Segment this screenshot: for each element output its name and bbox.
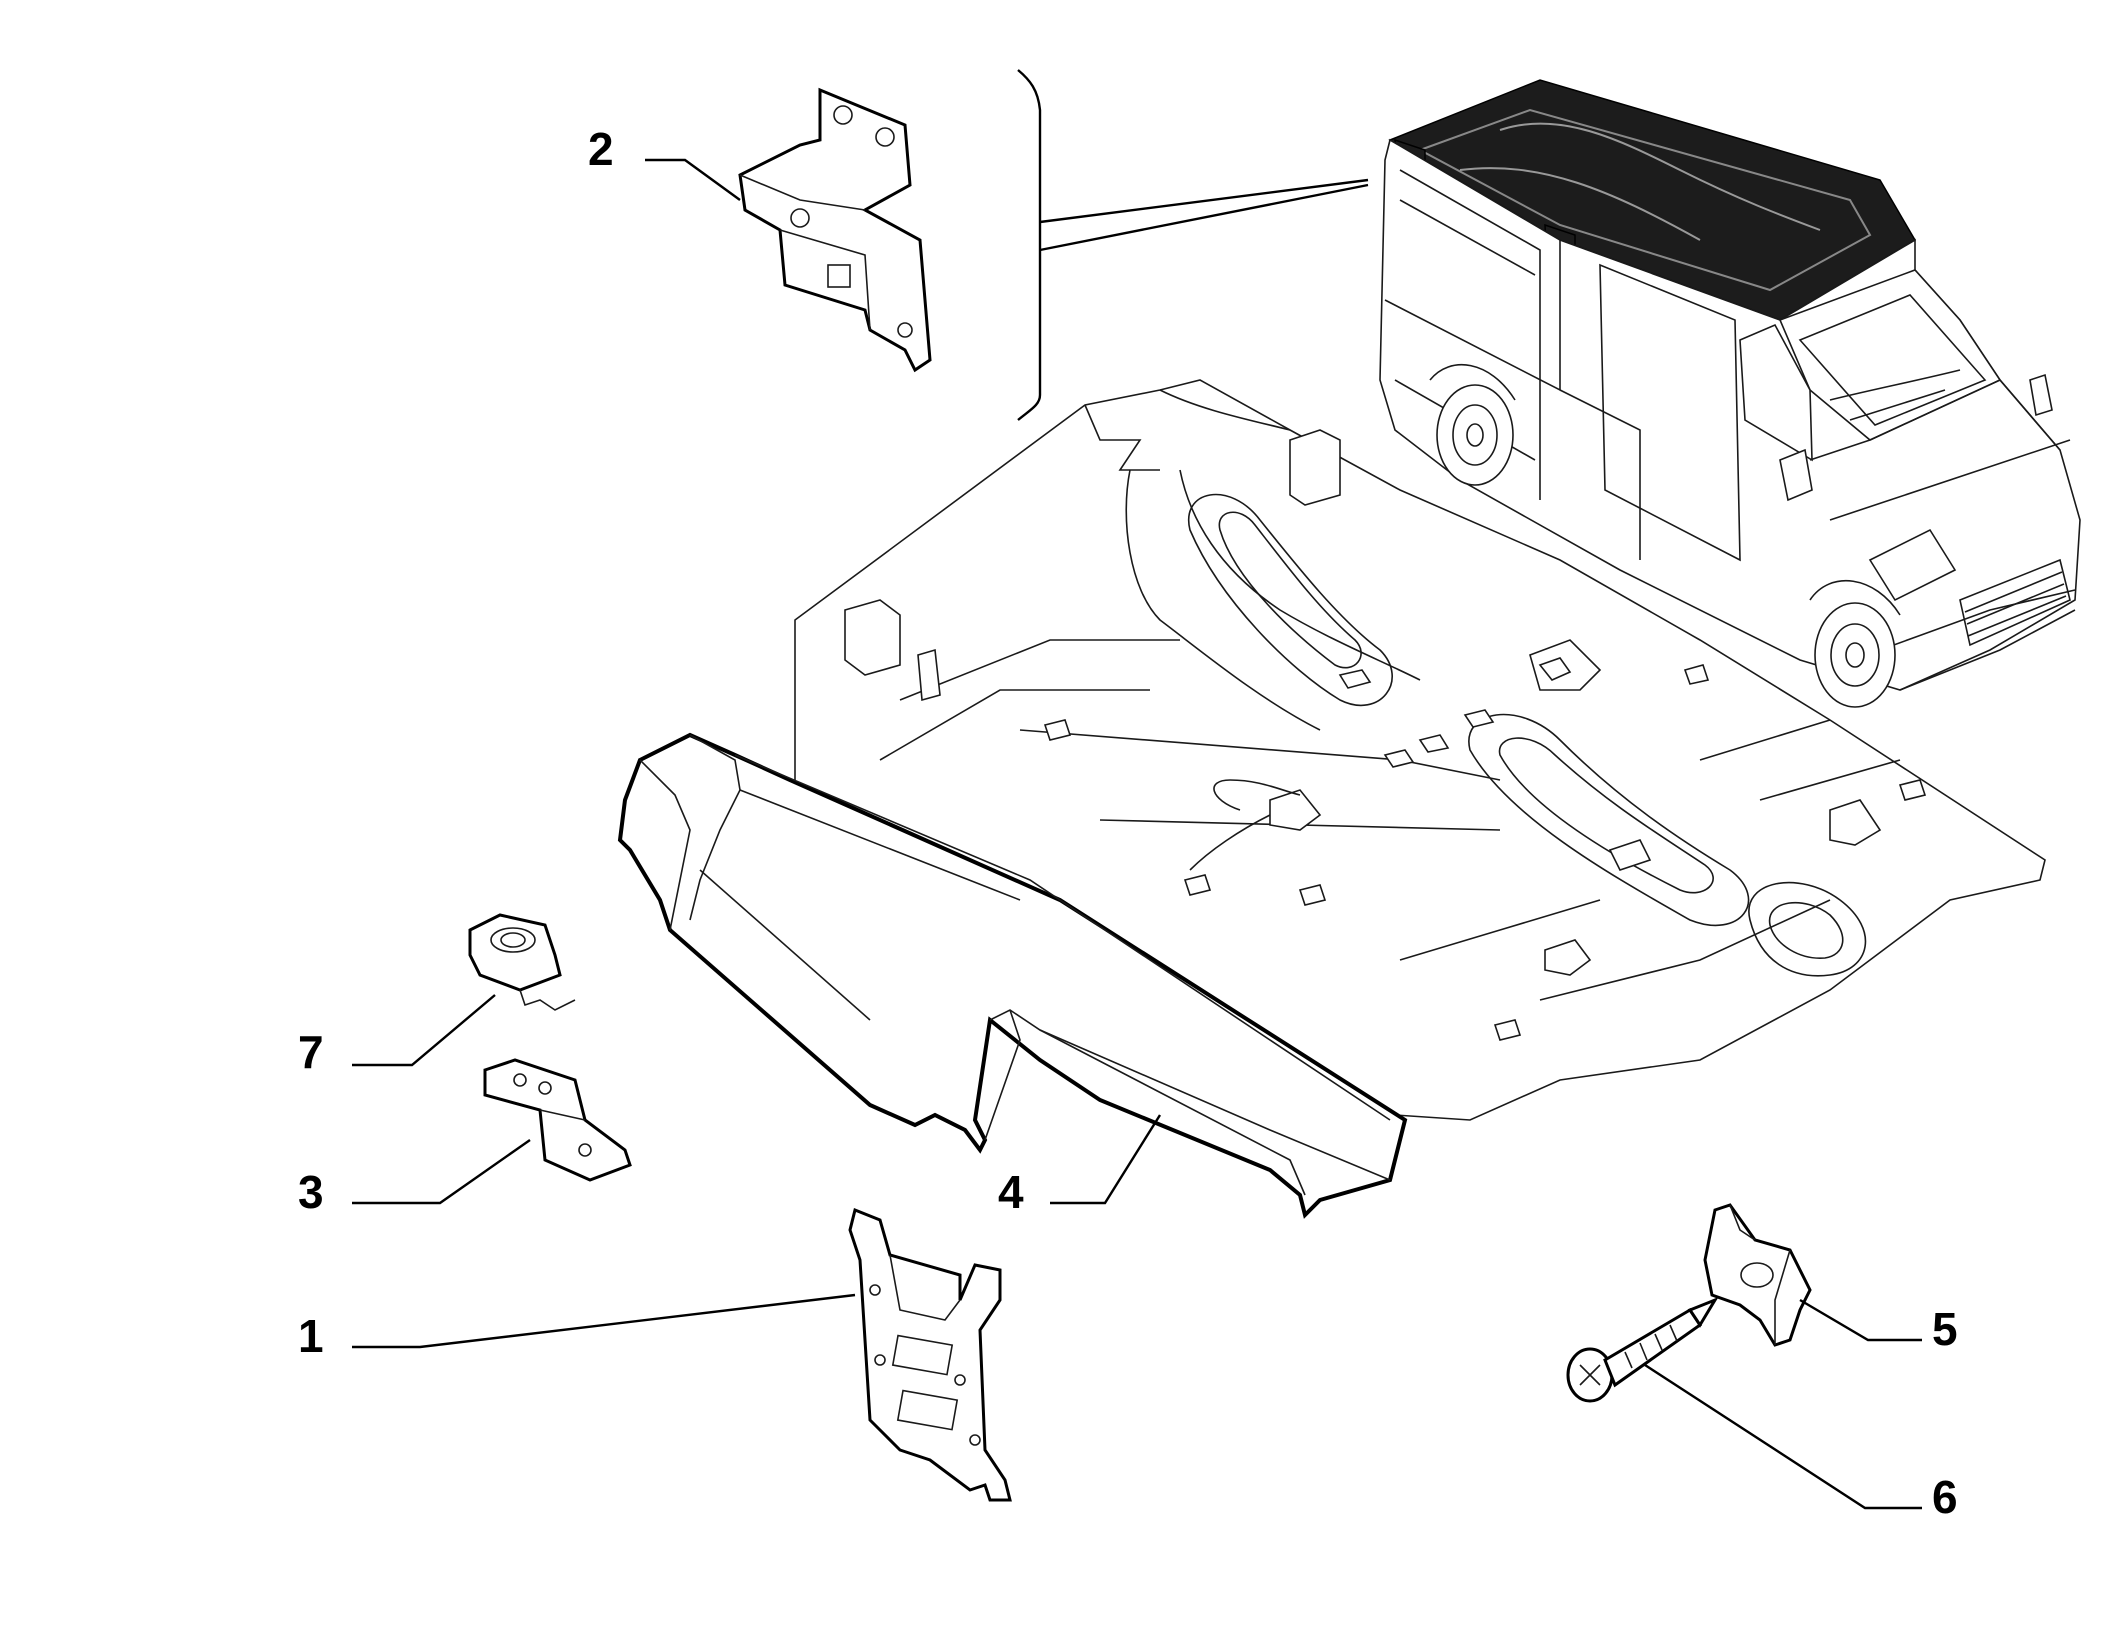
callout-2: 2 (588, 123, 614, 175)
callout-labels: 2 7 3 4 1 5 6 (298, 123, 1958, 1523)
callout-3: 3 (298, 1166, 324, 1218)
callout-5: 5 (1932, 1303, 1958, 1355)
bracket-plate-icon (848, 1207, 1012, 1502)
leader-3 (352, 1139, 531, 1205)
callout-6: 6 (1932, 1471, 1958, 1523)
callout-1: 1 (298, 1310, 324, 1362)
leader-1 (352, 1293, 856, 1349)
small-bracket-icon (483, 1058, 632, 1182)
leader-lines (352, 158, 1922, 1510)
leader-6 (1644, 1363, 1922, 1510)
callout-7: 7 (298, 1026, 324, 1078)
reference-bracket-lines (1017, 69, 1369, 421)
leader-5 (1799, 1298, 1922, 1342)
floor-pan-icon (794, 379, 2046, 1121)
bent-bracket-icon (738, 87, 932, 373)
leader-4 (1050, 1114, 1162, 1205)
leader-2 (645, 158, 741, 201)
duct-cover-icon (617, 732, 1408, 1219)
clip-nut-icon (1703, 1203, 1812, 1347)
van-reference-icon (1379, 79, 2081, 708)
callout-4: 4 (998, 1166, 1024, 1218)
leader-7 (352, 994, 496, 1067)
cage-nut-icon (468, 913, 576, 1011)
screw-icon (1566, 1296, 1719, 1403)
